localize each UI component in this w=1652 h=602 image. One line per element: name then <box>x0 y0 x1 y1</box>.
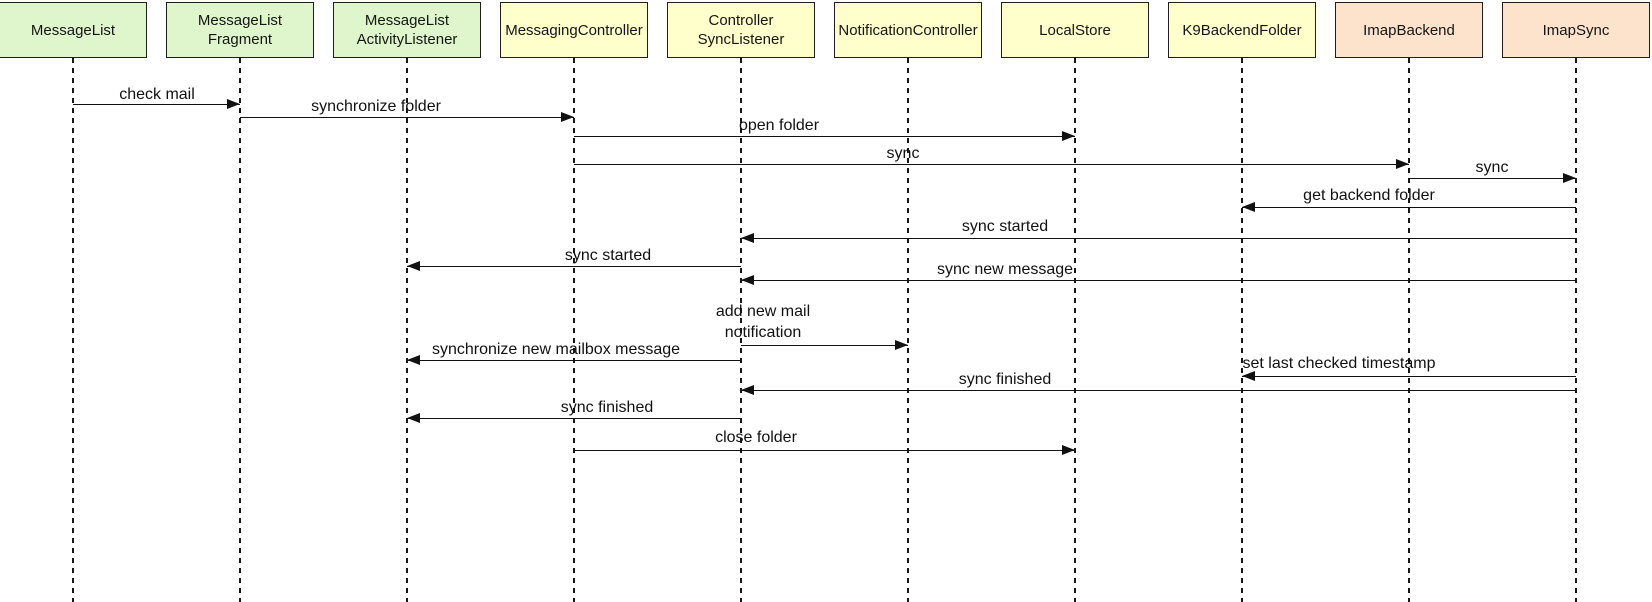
actor-label: ImapSync <box>1542 21 1610 39</box>
arrowhead-icon <box>1563 173 1576 183</box>
arrowhead-icon <box>561 112 574 122</box>
message-label-line: add new mail <box>715 303 811 320</box>
message-label-line: notification <box>724 324 802 341</box>
message-label-line: set last checked timestamp <box>1242 355 1436 372</box>
actor-label: MessageList <box>364 12 450 29</box>
arrowhead-icon <box>1062 131 1075 141</box>
arrowhead-icon <box>1242 371 1255 381</box>
message-line-sync-finished-2 <box>407 418 741 419</box>
actor-label: ImapBackend <box>1363 21 1455 39</box>
arrowhead-icon <box>407 261 420 271</box>
message-label-open-folder: open folder <box>739 115 819 136</box>
actor-box-imapsync: ImapSync <box>1502 2 1650 58</box>
actor-box-k9backendfolder: K9BackendFolder <box>1168 2 1316 58</box>
message-label-line: sync <box>1475 159 1509 176</box>
actor-label: MessageList <box>30 21 116 39</box>
arrowhead-icon <box>1242 202 1255 212</box>
lifeline-k9backendfolder <box>1241 58 1243 602</box>
message-label-line: sync started <box>961 218 1049 235</box>
message-label-line: sync started <box>564 247 652 264</box>
message-label-line: check mail <box>119 86 195 103</box>
message-label-sync-started-2: sync started <box>565 245 651 266</box>
actor-box-messagingcontroller: MessagingController <box>500 2 648 58</box>
message-label-sync-finished-2: sync finished <box>561 397 654 418</box>
arrowhead-icon <box>227 99 240 109</box>
message-line-sync-2 <box>1409 178 1576 179</box>
message-label-add-new-mail-notification: add new mail notification <box>716 301 810 343</box>
actor-label: LocalStore <box>1039 21 1111 39</box>
message-line-add-new-mail-notification <box>741 345 908 346</box>
actor-box-localstore: LocalStore <box>1001 2 1149 58</box>
message-label-line: synchronize folder <box>311 98 441 115</box>
lifeline-messagingcontroller <box>573 58 575 602</box>
message-line-close-folder <box>574 450 1075 451</box>
actor-label: K9BackendFolder <box>1182 21 1302 39</box>
lifeline-messagelist <box>72 58 74 602</box>
message-label-line: open folder <box>738 117 820 134</box>
arrowhead-icon <box>407 413 420 423</box>
actor-label: ActivityListener <box>356 31 458 48</box>
actor-label: NotificationController <box>838 21 978 39</box>
message-label-close-folder: close folder <box>715 427 797 448</box>
message-label-line: sync finished <box>958 371 1052 388</box>
message-label-sync-2: sync <box>1476 157 1509 178</box>
message-line-sync-finished <box>741 390 1576 391</box>
actor-label: Controller <box>708 12 774 29</box>
message-line-synchronize-new-mailbox-message <box>407 360 741 361</box>
message-line-sync-started-2 <box>407 266 741 267</box>
lifeline-localstore <box>1074 58 1076 602</box>
arrowhead-icon <box>741 233 754 243</box>
actor-label: SyncListener <box>697 31 785 48</box>
message-line-set-last-checked-timestamp <box>1242 376 1576 377</box>
message-label-sync: sync <box>887 143 920 164</box>
message-label-sync-finished: sync finished <box>959 369 1052 390</box>
message-label-line: sync finished <box>560 399 654 416</box>
message-label-get-backend-folder: get backend folder <box>1303 185 1435 206</box>
lifeline-messagelistfragment <box>239 58 241 602</box>
message-label-check-mail: check mail <box>119 84 195 105</box>
message-line-open-folder <box>574 136 1075 137</box>
message-line-sync-new-message <box>741 280 1576 281</box>
actor-box-notificationcontroller: NotificationController <box>834 2 982 58</box>
lifeline-controllersynclistener <box>740 58 742 602</box>
actor-label: MessageList <box>197 12 283 29</box>
lifeline-imapbackend <box>1408 58 1410 602</box>
message-label-line: synchronize new mailbox message <box>431 341 681 358</box>
arrowhead-icon <box>407 355 420 365</box>
message-line-check-mail <box>73 104 240 105</box>
actor-label: Fragment <box>207 31 273 48</box>
message-line-synchronize-folder <box>240 117 574 118</box>
message-label-synchronize-new-mailbox-message: synchronize new mailbox message <box>432 339 680 360</box>
message-label-sync-started: sync started <box>962 216 1048 237</box>
message-label-line: close folder <box>715 429 797 446</box>
lifeline-notificationcontroller <box>907 58 909 602</box>
message-line-get-backend-folder <box>1242 207 1576 208</box>
lifeline-imapsync <box>1575 58 1577 602</box>
message-line-sync-started <box>741 238 1576 239</box>
actor-box-messagelist: MessageList <box>0 2 147 58</box>
arrowhead-icon <box>1396 159 1409 169</box>
message-label-line: get backend folder <box>1303 187 1435 204</box>
message-line-sync <box>574 164 1409 165</box>
message-label-synchronize-folder: synchronize folder <box>311 96 441 117</box>
arrowhead-icon <box>741 385 754 395</box>
arrowhead-icon <box>895 340 908 350</box>
lifeline-messagelistactivitylistener <box>406 58 408 602</box>
message-label-line: sync new message <box>936 261 1074 278</box>
message-label-sync-new-message: sync new message <box>937 259 1073 280</box>
actor-label: MessagingController <box>505 21 643 39</box>
actor-box-imapbackend: ImapBackend <box>1335 2 1483 58</box>
arrowhead-icon <box>741 275 754 285</box>
message-label-set-last-checked-timestamp: set last checked timestamp <box>1243 353 1436 374</box>
arrowhead-icon <box>1062 445 1075 455</box>
message-label-line: sync <box>886 145 920 162</box>
